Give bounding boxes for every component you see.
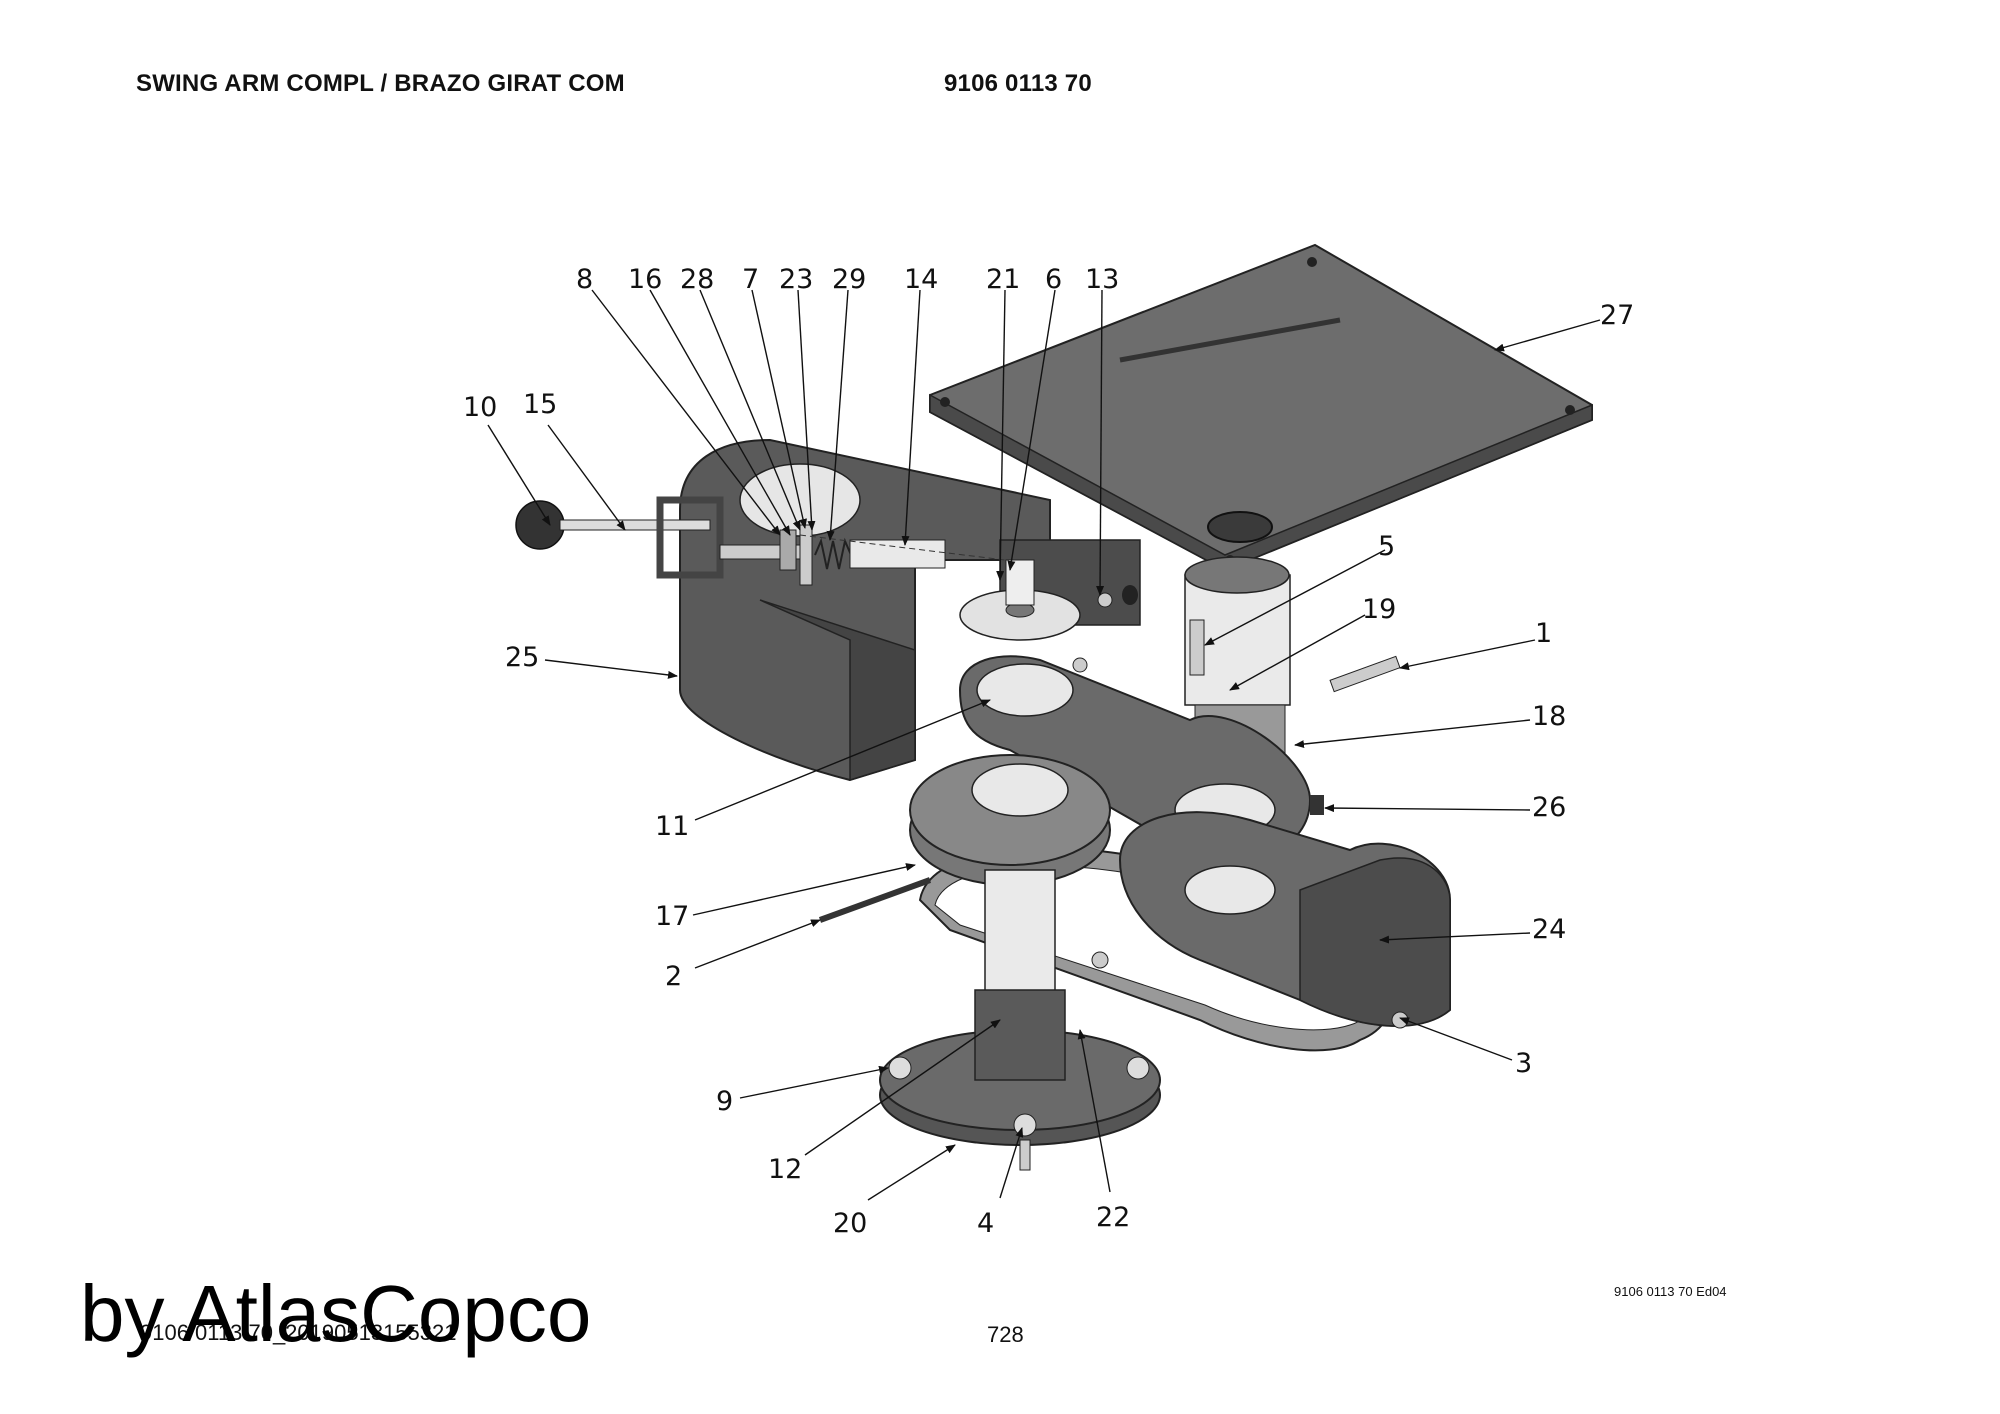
- callout-23: 23: [779, 264, 813, 295]
- page-title: SWING ARM COMPL / BRAZO GIRAT COM: [136, 70, 625, 97]
- callout-28: 28: [680, 264, 714, 295]
- leader-lines: [487, 289, 1601, 1201]
- document-id: 9106 0113 70_20190513155321: [140, 1320, 457, 1345]
- callout-13: 13: [1085, 264, 1119, 295]
- callout-12: 12: [768, 1154, 802, 1185]
- callout-11: 11: [655, 811, 689, 842]
- callout-21: 21: [986, 264, 1020, 295]
- callout-27: 27: [1600, 300, 1634, 331]
- callout-7: 7: [742, 264, 759, 295]
- callout-3: 3: [1515, 1048, 1532, 1079]
- callout-10: 10: [463, 392, 497, 423]
- callout-numbers: 8 16 28 7 23 29 14 21 6 13 27 10 15 5 19…: [463, 264, 1634, 1239]
- callout-6: 6: [1045, 264, 1062, 295]
- callout-2: 2: [665, 961, 682, 992]
- callout-24: 24: [1532, 914, 1566, 945]
- pulley-belt: [818, 754, 1394, 1052]
- edition-label: 9106 0113 70 Ed04: [1614, 1284, 1727, 1299]
- callout-9: 9: [716, 1086, 733, 1117]
- pins-bolts: [1072, 592, 1409, 1029]
- callout-5: 5: [1378, 531, 1395, 562]
- latch-assembly: [515, 496, 1006, 586]
- page-number: 728: [987, 1322, 1024, 1347]
- top-plate: [929, 243, 1593, 572]
- callout-17: 17: [655, 901, 689, 932]
- callout-16: 16: [628, 264, 662, 295]
- callout-18: 18: [1532, 701, 1566, 732]
- callout-14: 14: [904, 264, 938, 295]
- lower-arm: [1118, 811, 1451, 1027]
- watermark: by AtlasCopco: [80, 1269, 592, 1358]
- base-plate: [879, 989, 1161, 1171]
- callout-29: 29: [832, 264, 866, 295]
- callout-22: 22: [1096, 1202, 1130, 1233]
- callout-8: 8: [576, 264, 593, 295]
- callout-26: 26: [1532, 792, 1566, 823]
- callout-15: 15: [523, 389, 557, 420]
- callout-25: 25: [505, 642, 539, 673]
- callout-20: 20: [833, 1208, 867, 1239]
- part-number: 9106 0113 70: [944, 70, 1092, 97]
- callout-19: 19: [1362, 594, 1396, 625]
- callout-1: 1: [1535, 618, 1552, 649]
- callout-4: 4: [977, 1208, 994, 1239]
